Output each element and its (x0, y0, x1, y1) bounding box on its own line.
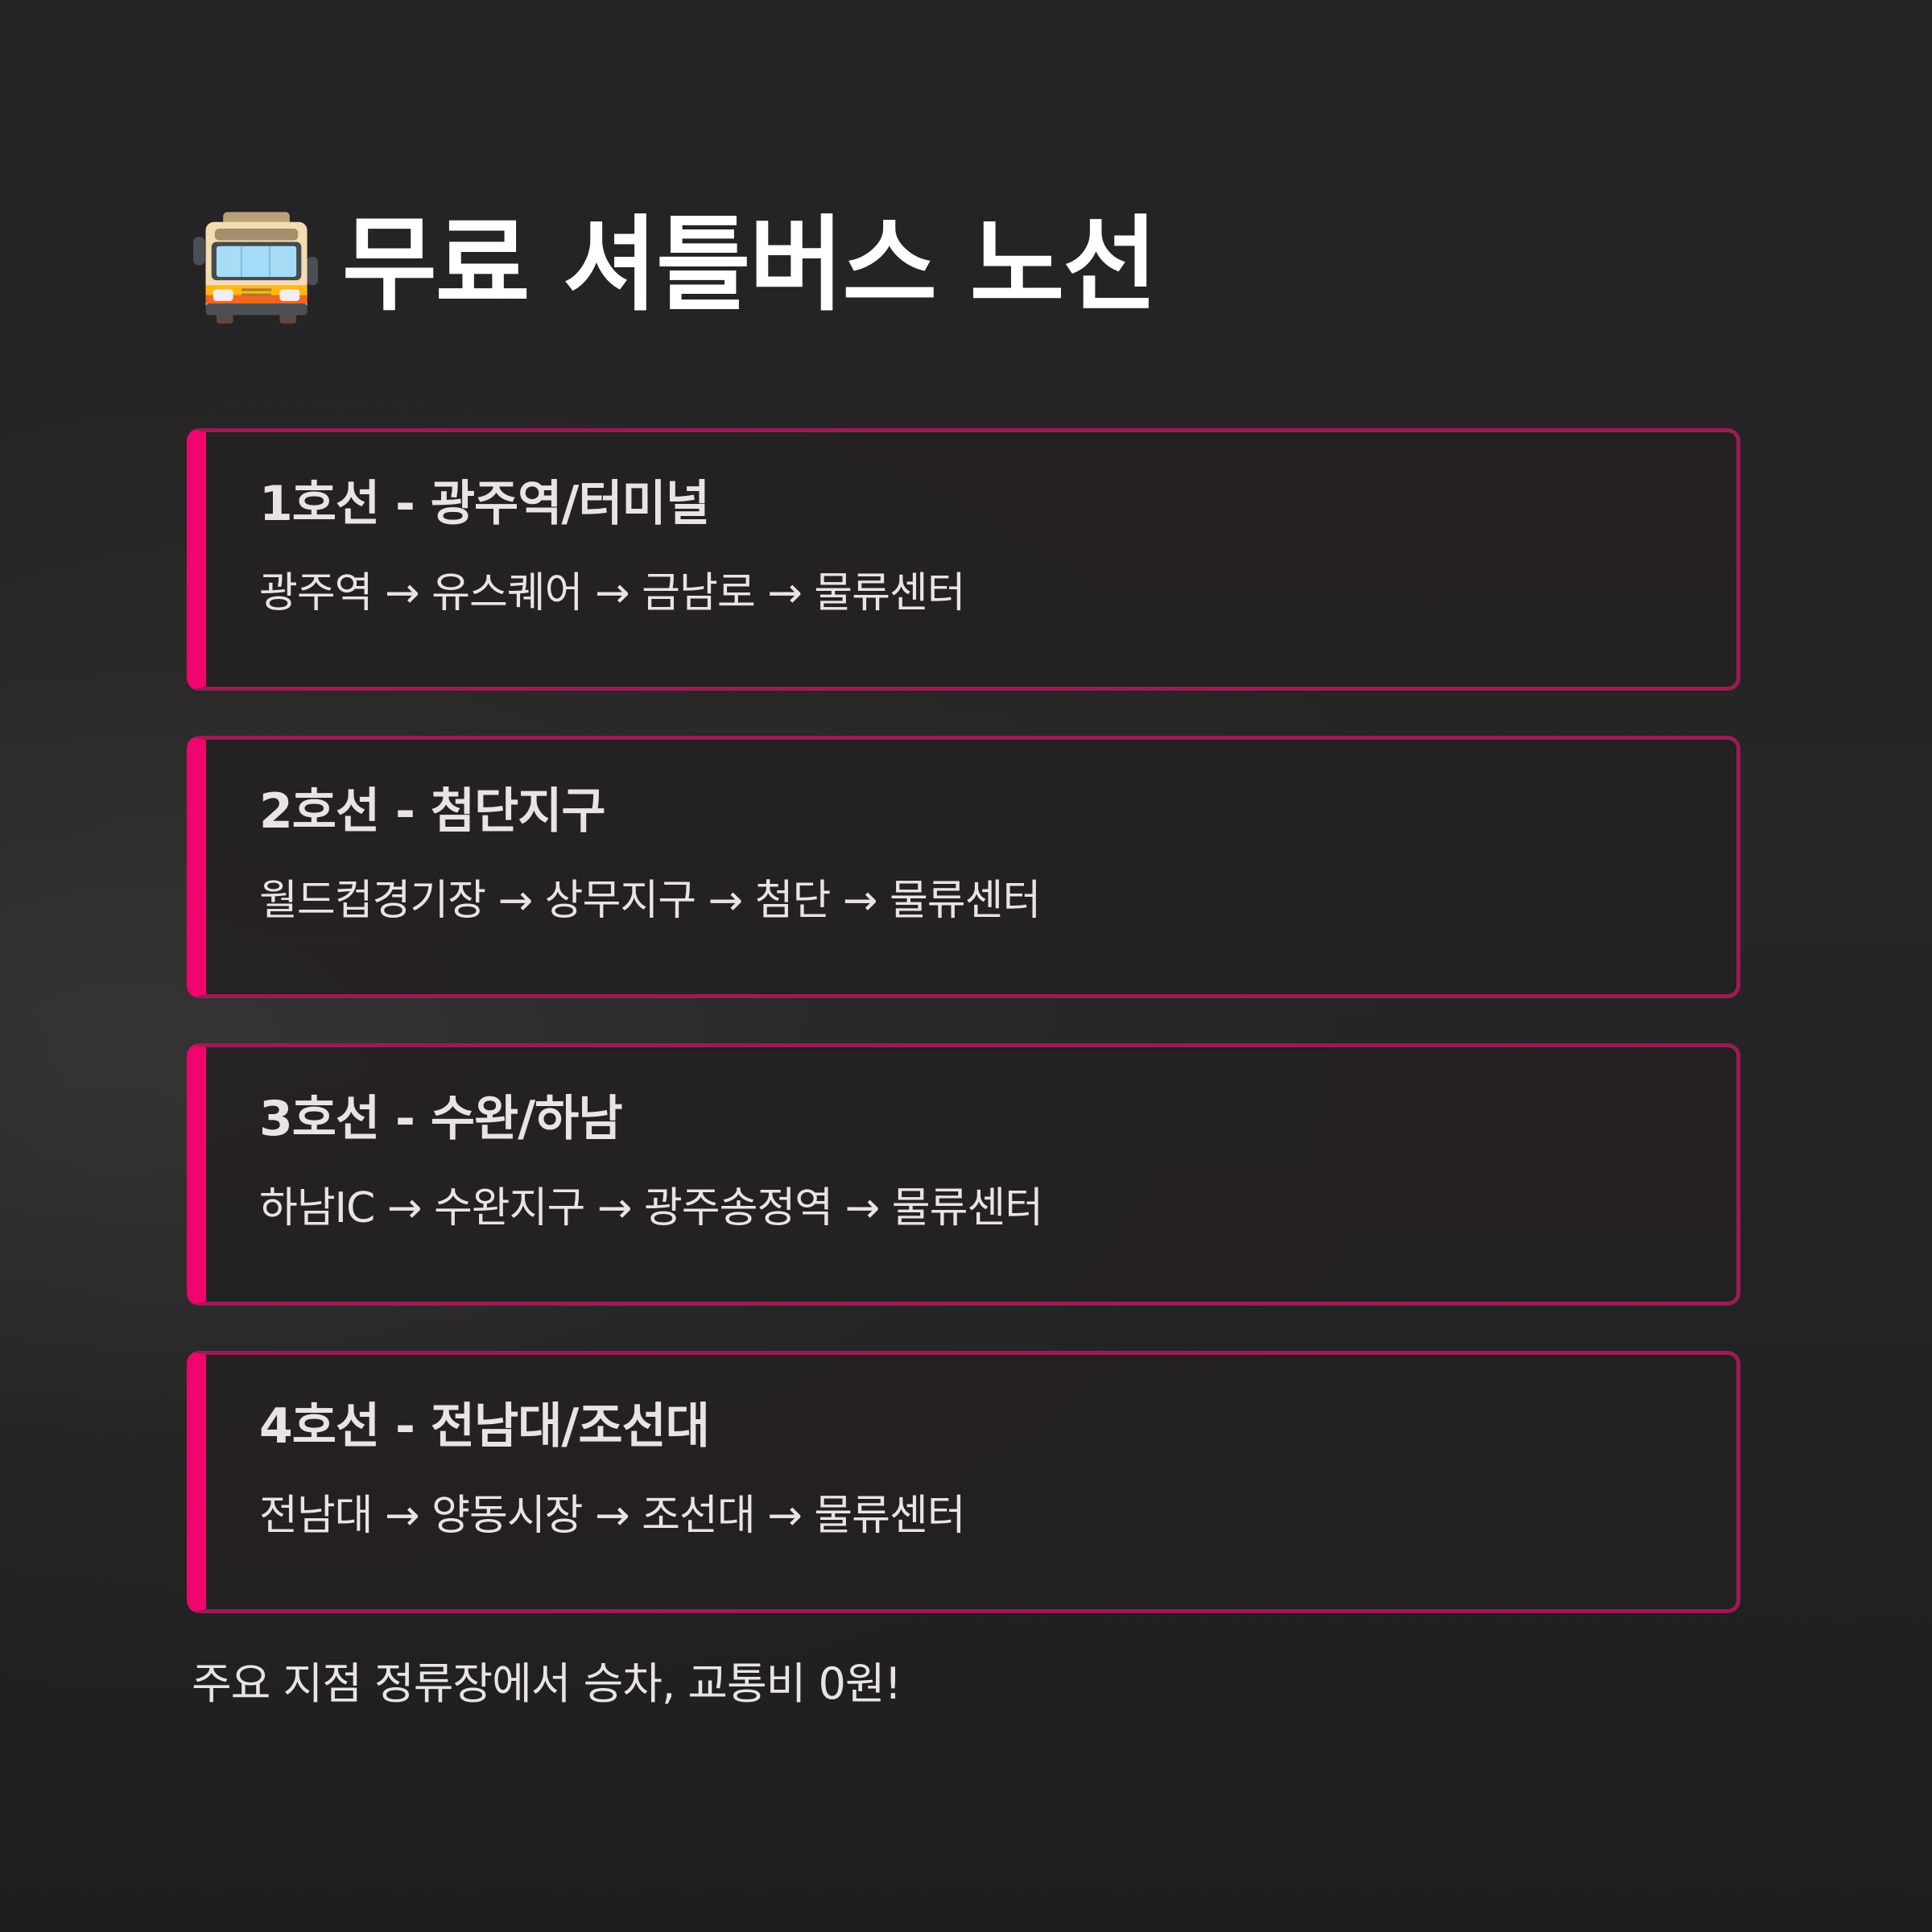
route-stops: 월드컵경기장 → 상무지구 → 첨단 → 물류센터 (259, 877, 1041, 925)
route-stops: 전남대 → 양동시장 → 조선대 → 물류센터 (259, 1492, 966, 1540)
route-card-3: 3호선 - 수완/하남 하남IC → 수완지구 → 광주송정역 → 물류센터 (187, 1043, 1740, 1306)
route-card-4: 4호선 - 전남대/조선대 전남대 → 양동시장 → 조선대 → 물류센터 (187, 1351, 1740, 1613)
oncoming-bus-icon (193, 205, 318, 326)
route-card-2: 2호선 - 첨단지구 월드컵경기장 → 상무지구 → 첨단 → 물류센터 (187, 736, 1740, 998)
route-title: 1호선 - 광주역/터미널 (259, 476, 710, 532)
route-stops: 하남IC → 수완지구 → 광주송정역 → 물류센터 (259, 1184, 1043, 1232)
route-title: 2호선 - 첨단지구 (259, 783, 606, 840)
page-header: 무료 셔틀버스 노선 (193, 201, 1158, 330)
route-title: 4호선 - 전남대/조선대 (259, 1398, 710, 1455)
route-stops: 광주역 → 유스퀘어 → 금남로 → 물류센터 (259, 569, 966, 617)
route-title: 3호선 - 수완/하남 (259, 1091, 623, 1147)
page-title: 무료 셔틀버스 노선 (342, 205, 1158, 325)
route-card-1: 1호선 - 광주역/터미널 광주역 → 유스퀘어 → 금남로 → 물류센터 (187, 428, 1740, 691)
footer-note: 주요 지점 정류장에서 승차, 교통비 0원! (192, 1658, 902, 1709)
